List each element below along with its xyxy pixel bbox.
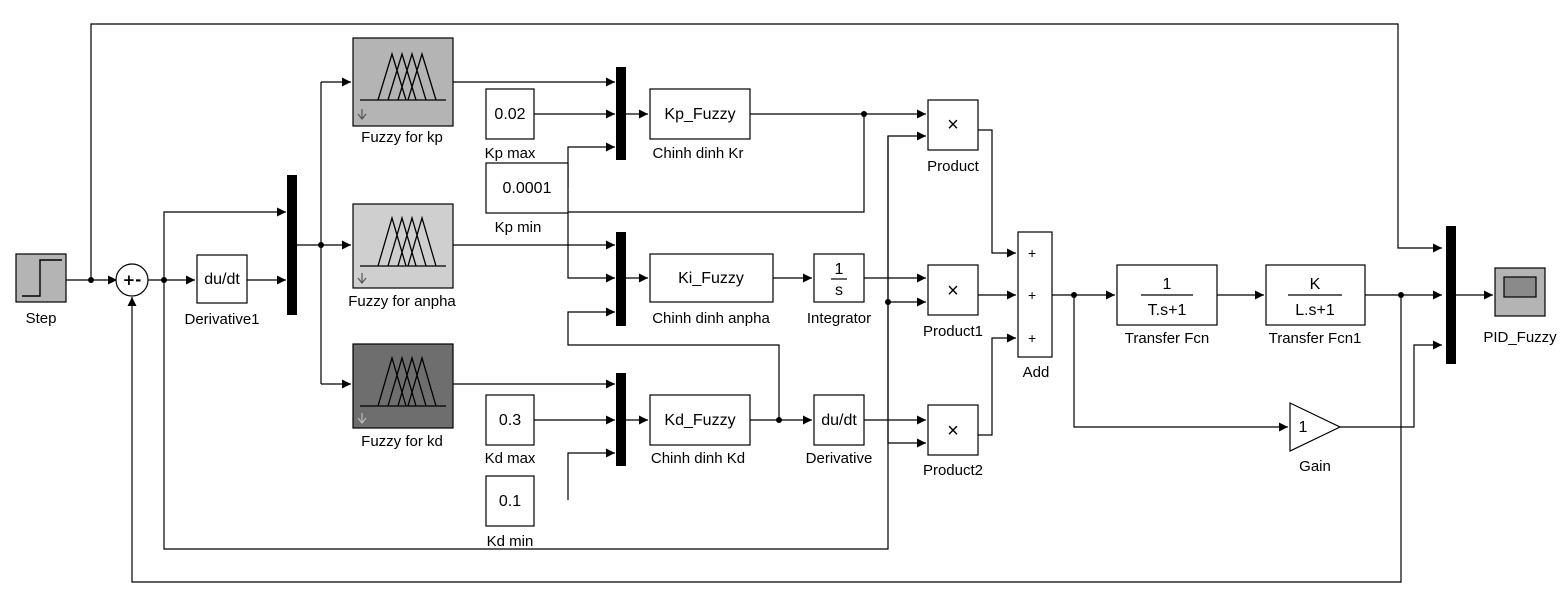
kd-fuzzy-label: Chinh dinh Kd: [651, 450, 745, 467]
mux-output[interactable]: [1446, 226, 1456, 364]
transfer-fcn1-label: Transfer Fcn1: [1269, 330, 1362, 347]
product1-block[interactable]: × Product1: [923, 264, 983, 340]
derivative1-text: du/dt: [204, 271, 240, 288]
mux-kd[interactable]: [616, 373, 626, 466]
sum-signs: +-: [123, 271, 142, 289]
transfer-fcn1-den: L.s+1: [1295, 302, 1335, 319]
kd-max-label: Kd max: [485, 450, 536, 467]
ki-fuzzy-label: Chinh dinh anpha: [652, 310, 770, 327]
kd-min-label: Kd min: [487, 533, 534, 550]
integrator-label: Integrator: [807, 310, 871, 327]
derivative1-block[interactable]: du/dt Derivative1: [184, 254, 260, 328]
mux-anpha[interactable]: [616, 232, 626, 326]
integrator-num: 1: [835, 261, 844, 278]
kd-fuzzy-block[interactable]: Kd_Fuzzy Chinh dinh Kd: [649, 394, 751, 467]
product-symbol: ×: [947, 114, 959, 136]
gain-block[interactable]: 1 Gain: [1289, 402, 1342, 475]
kp-max-value: 0.02: [494, 106, 525, 123]
product-label: Product: [927, 158, 980, 175]
derivative-block[interactable]: du/dt Derivative: [806, 394, 873, 467]
transfer-fcn-label: Transfer Fcn: [1125, 330, 1209, 347]
ki-fuzzy-text: Ki_Fuzzy: [678, 270, 744, 287]
derivative-text: du/dt: [821, 412, 857, 429]
product-block[interactable]: × Product: [927, 99, 980, 175]
kp-min-value: 0.0001: [503, 180, 552, 197]
fuzzy-anpha-label: Fuzzy for anpha: [348, 293, 456, 310]
add-sign-2: +: [1028, 287, 1036, 303]
product2-block[interactable]: × Product2: [923, 404, 983, 479]
add-block[interactable]: + + + Add: [1017, 231, 1053, 381]
sum-block[interactable]: +-: [115, 263, 149, 297]
fuzzy-kp-label: Fuzzy for kp: [361, 129, 443, 146]
integrator-den: s: [835, 282, 843, 299]
kp-max-block[interactable]: 0.02 Kp max: [485, 88, 536, 162]
kp-fuzzy-block[interactable]: Kp_Fuzzy Chinh dinh Kr: [649, 88, 751, 162]
step-block[interactable]: Step: [15, 253, 67, 327]
mux-error[interactable]: [287, 175, 297, 315]
integrator-block[interactable]: 1 s Integrator: [807, 253, 871, 327]
kd-min-block[interactable]: 0.1 Kd min: [485, 475, 535, 550]
product2-label: Product2: [923, 462, 983, 479]
step-label: Step: [26, 310, 57, 327]
kp-fuzzy-label: Chinh dinh Kr: [653, 145, 744, 162]
add-sign-1: +: [1028, 245, 1036, 261]
kd-min-value: 0.1: [499, 493, 521, 510]
transfer-fcn1-num: K: [1310, 276, 1321, 293]
derivative-label: Derivative: [806, 450, 873, 467]
fuzzy-kd-block[interactable]: Fuzzy for kd: [352, 343, 454, 450]
kd-fuzzy-text: Kd_Fuzzy: [664, 412, 735, 429]
ki-fuzzy-block[interactable]: Ki_Fuzzy Chinh dinh anpha: [649, 253, 774, 327]
transfer-fcn-den: T.s+1: [1148, 302, 1187, 319]
fuzzy-kd-label: Fuzzy for kd: [361, 433, 443, 450]
gain-label: Gain: [1299, 458, 1331, 475]
kd-max-value: 0.3: [499, 412, 521, 429]
kp-max-label: Kp max: [485, 145, 536, 162]
gain-value: 1: [1299, 419, 1308, 436]
transfer-fcn-num: 1: [1163, 276, 1172, 293]
product1-symbol: ×: [947, 280, 959, 302]
kp-fuzzy-text: Kp_Fuzzy: [664, 106, 735, 123]
transfer-fcn-block[interactable]: 1 T.s+1 Transfer Fcn: [1116, 264, 1218, 347]
add-label: Add: [1023, 364, 1050, 381]
mux-kp[interactable]: [616, 67, 626, 160]
transfer-fcn1-block[interactable]: K L.s+1 Transfer Fcn1: [1265, 264, 1366, 347]
scope-block[interactable]: PID_Fuzzy: [1483, 267, 1557, 346]
derivative1-label: Derivative1: [184, 311, 259, 328]
scope-label: PID_Fuzzy: [1483, 329, 1557, 346]
product1-label: Product1: [923, 323, 983, 340]
junction-dots: [88, 111, 1404, 423]
product2-symbol: ×: [947, 420, 959, 442]
fuzzy-anpha-block[interactable]: Fuzzy for anpha: [348, 203, 456, 310]
fuzzy-kp-block[interactable]: Fuzzy for kp: [352, 37, 454, 146]
kd-max-block[interactable]: 0.3 Kd max: [485, 394, 536, 467]
kp-min-label: Kp min: [495, 219, 542, 236]
add-sign-3: +: [1028, 330, 1036, 346]
kp-min-block[interactable]: 0.0001 Kp min: [485, 162, 569, 236]
